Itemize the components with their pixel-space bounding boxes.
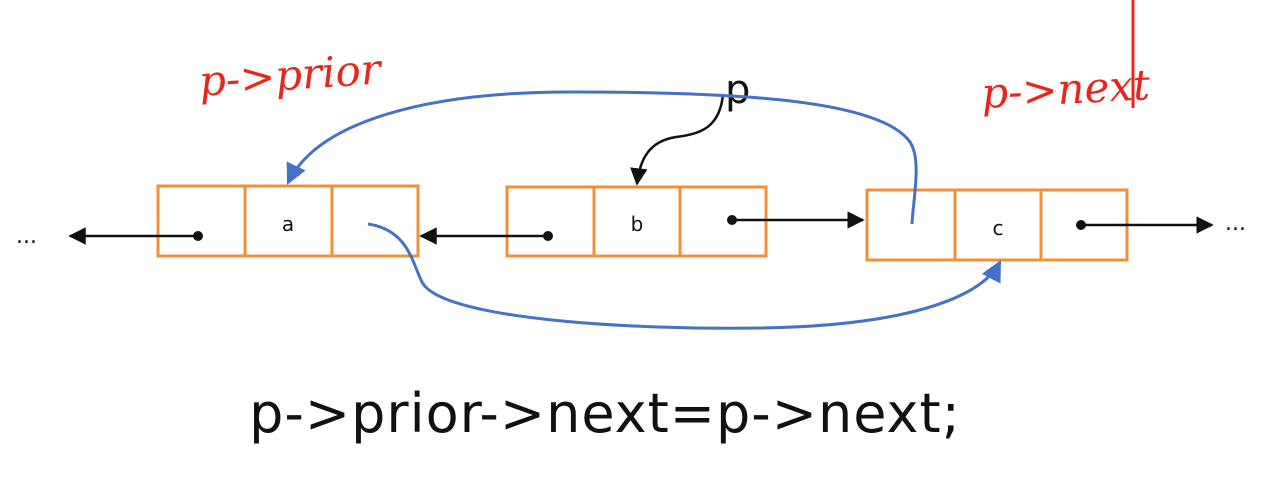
node-b-box [505,185,768,258]
node-a: a [156,184,420,258]
node-a-box [156,184,420,258]
ellipsis-left: ... [16,224,37,249]
node-c-value: c [993,216,1004,240]
node-a-value: a [282,212,294,236]
code-statement: p->prior->next=p->next; [249,382,961,445]
node-b: b [505,185,768,258]
p-pointer-label: p [725,67,750,113]
pointer-arrows [68,93,1214,245]
node-c: c [865,188,1129,262]
ellipsis-right: ... [1225,211,1246,236]
c-prior-to-a-curve [286,90,918,225]
new-links [286,90,1002,330]
a-next-to-c-curve [367,222,1002,330]
prior-annotation: p->prior [197,44,385,106]
p-pointer-arrow [630,93,725,186]
node-b-value: b [631,212,644,236]
next-annotation: p->next [980,60,1151,118]
